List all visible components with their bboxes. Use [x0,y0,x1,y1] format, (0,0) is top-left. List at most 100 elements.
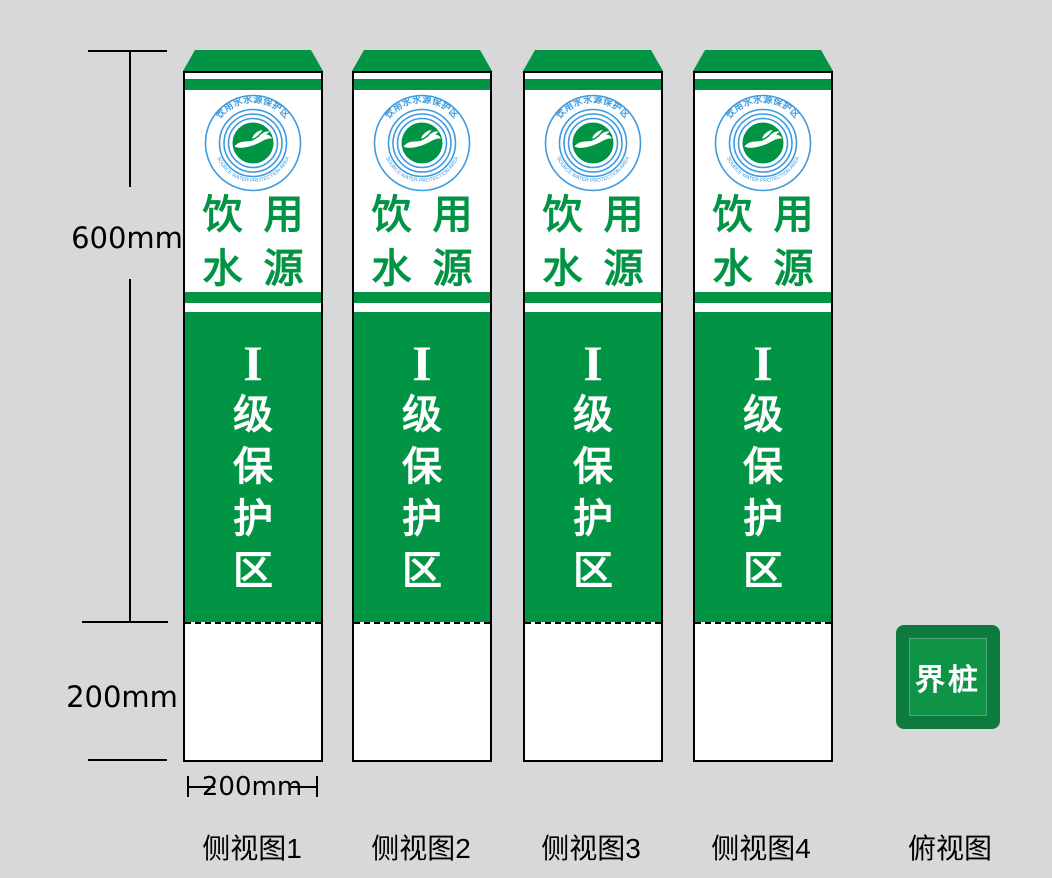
water-source-protection-logo: 饮用水水源保护区 SOURCE WATER PROTECTION AREA [204,93,302,192]
bird-wave-icon [234,130,272,148]
top-green-stripe [185,79,321,90]
boundary-pillar-top-view: 界桩 [896,625,1000,729]
zone-char: I [412,335,432,391]
header-line-1: 饮 用 [712,193,814,237]
zone-char: 区 [743,549,783,593]
bird-wave-icon [744,130,782,148]
pillar-body: 饮用水水源保护区 SOURCE WATER PROTECTION AREA 饮 … [183,71,323,762]
buried-section [695,622,831,760]
logo-ring [567,117,619,169]
zone-char: 级 [573,393,613,437]
logo-arc-text-cn: 饮用水水源保护区 [382,93,461,121]
zone-char: 保 [573,445,613,489]
bottom-green-stripe [525,292,661,303]
boundary-pillar-side-view-2: 饮用水水源保护区 SOURCE WATER PROTECTION AREA 饮 … [352,50,492,762]
dim-line-600-lower [129,279,131,623]
zone-char: 级 [743,393,783,437]
zone-char: 护 [233,497,273,541]
zone-char: 区 [233,549,273,593]
header-line-2: 水 源 [371,247,473,291]
dim-tick-ground [82,621,168,623]
zone-banner: I 级 保 护 区 [695,312,831,622]
pillar-cap [183,50,323,71]
logo-outer-ring [544,94,642,192]
zone-char: 保 [743,445,783,489]
logo-ring [387,108,457,178]
zone-char: I [753,335,773,391]
dim-line-600-upper [129,50,131,187]
zone-char: I [243,335,263,391]
caption-side-view-3: 侧视图3 [541,833,641,864]
pillar-cap [523,50,663,71]
buried-section [525,622,661,760]
top-view-inner-square: 界桩 [909,638,987,716]
logo-ring [218,108,288,178]
bottom-green-stripe [354,292,490,303]
header-line-2: 水 源 [202,247,304,291]
zone-char: 护 [743,497,783,541]
pillar-body: 饮用水水源保护区 SOURCE WATER PROTECTION AREA 饮 … [352,71,492,762]
logo-ring [737,117,789,169]
logo-arc-text-cn: 饮用水水源保护区 [213,93,292,121]
zone-char: 区 [573,549,613,593]
zone-char: 保 [233,445,273,489]
buried-section [185,622,321,760]
top-green-stripe [525,79,661,90]
header-line-2: 水 源 [712,247,814,291]
zone-banner: I 级 保 护 区 [185,312,321,622]
caption-top-view: 俯视图 [907,833,992,864]
width-dim-tick-right [316,776,318,797]
buried-section [354,622,490,760]
logo-arc-text-cn: 饮用水水源保护区 [553,93,632,121]
dim-tick-top [88,50,167,52]
logo-outer-ring [714,94,812,192]
dim-tick-bottom [88,759,167,761]
bottom-green-stripe [695,292,831,303]
header-line-1: 饮 用 [542,193,644,237]
zone-char: I [583,335,603,391]
boundary-pillar-side-view-3: 饮用水水源保护区 SOURCE WATER PROTECTION AREA 饮 … [523,50,663,762]
water-source-protection-logo: 饮用水水源保护区 SOURCE WATER PROTECTION AREA [714,93,812,192]
water-source-protection-logo: 饮用水水源保护区 SOURCE WATER PROTECTION AREA [544,93,642,192]
bird-wave-icon [574,130,612,148]
zone-char: 保 [402,445,442,489]
zone-char: 级 [233,393,273,437]
logo-ring [392,113,452,173]
zone-char: 护 [402,497,442,541]
zone-char: 级 [402,393,442,437]
header-line-1: 饮 用 [371,193,473,237]
logo-ring [563,113,623,173]
logo-ring [227,117,279,169]
caption-side-view-1: 侧视图1 [202,833,302,864]
dim-label-600mm: 600mm [71,221,183,255]
bottom-green-stripe [185,292,321,303]
logo-ring [733,113,793,173]
width-dim-seg-right [291,786,317,788]
pillar-cap [352,50,492,71]
boundary-pillar-side-view-1: 饮用水水源保护区 SOURCE WATER PROTECTION AREA 饮 … [183,50,323,762]
logo-ring [728,108,798,178]
width-dim-tick-left [187,776,189,797]
logo-arc-text-cn: 饮用水水源保护区 [723,93,802,121]
logo-outer-ring [204,94,302,192]
header-line-1: 饮 用 [202,193,304,237]
top-view-label: 界桩 [915,664,981,697]
pillar-cap [693,50,833,71]
logo-ring [558,108,628,178]
zone-char: 区 [402,549,442,593]
zone-banner: I 级 保 护 区 [354,312,490,622]
width-dim-seg-left [189,786,215,788]
logo-ring [396,117,448,169]
top-green-stripe [695,79,831,90]
dim-label-200mm-depth: 200mm [66,680,178,714]
bird-wave-icon [403,130,441,148]
zone-banner: I 级 保 护 区 [525,312,661,622]
logo-outer-ring [373,94,471,192]
dim-label-200mm-width: 200mm [201,772,303,802]
header-line-2: 水 源 [542,247,644,291]
pillar-body: 饮用水水源保护区 SOURCE WATER PROTECTION AREA 饮 … [693,71,833,762]
boundary-pillar-side-view-4: 饮用水水源保护区 SOURCE WATER PROTECTION AREA 饮 … [693,50,833,762]
zone-char: 护 [573,497,613,541]
logo-ring [223,113,283,173]
